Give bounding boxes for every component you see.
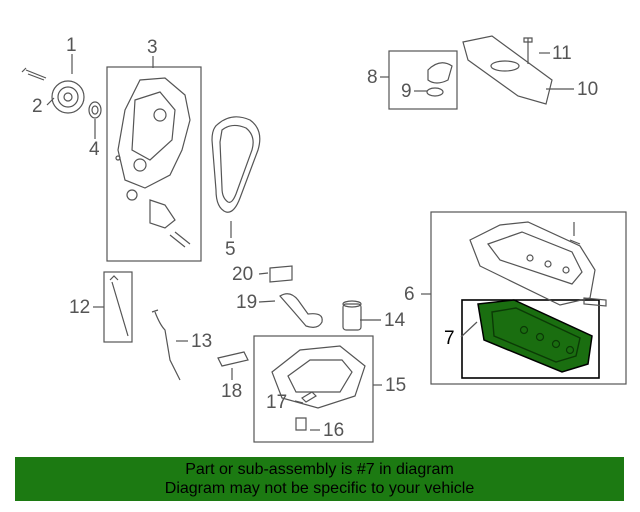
- pulley-bolt: [21, 67, 47, 81]
- callout-9: 9: [401, 81, 412, 102]
- engine-cover-bolt: [523, 37, 533, 64]
- callout-11: 11: [552, 43, 572, 64]
- bracket: [217, 351, 249, 367]
- callout-1: 1: [66, 35, 77, 56]
- dipstick-group-box: [103, 271, 133, 343]
- timing-cover: [117, 77, 191, 189]
- callout-13: 13: [191, 331, 213, 352]
- callout-5: 5: [225, 239, 236, 260]
- oil-filler-cap: [427, 62, 453, 84]
- oil-strainer: [279, 293, 323, 328]
- callout-15: 15: [385, 375, 407, 396]
- callout-19: 19: [236, 292, 258, 313]
- oil-cap-group-box: [388, 50, 458, 110]
- timing-chain: [211, 116, 261, 213]
- drain-plug: [295, 417, 307, 431]
- callout-7: 7: [444, 328, 455, 349]
- crankshaft-pulley: [51, 80, 85, 114]
- callout-3: 3: [147, 37, 158, 58]
- oil-dipstick: [109, 275, 129, 337]
- callout-16: 16: [323, 420, 345, 441]
- oil-pan-group-box: [253, 335, 374, 443]
- gasket-highlight-box: [461, 299, 600, 379]
- banner-line-2: Diagram may not be specific to your vehi…: [164, 480, 475, 497]
- callout-18: 18: [221, 381, 243, 402]
- oil-pan: [271, 345, 366, 409]
- oil-filter: [342, 303, 362, 331]
- callout-4: 4: [89, 139, 100, 160]
- callout-12: 12: [69, 297, 91, 318]
- parts-diagram: [21, 35, 627, 443]
- timing-cover-group-box: [106, 66, 202, 262]
- callout-17: 17: [266, 392, 288, 413]
- callout-10: 10: [577, 79, 599, 100]
- info-banner: Part or sub-assembly is #7 in diagram Di…: [15, 457, 624, 501]
- oil-cap-gasket: [426, 87, 444, 97]
- callout-6: 6: [404, 284, 415, 305]
- valve-cover: [469, 221, 596, 306]
- valve-cover-gasket: [477, 299, 593, 373]
- callout-8: 8: [367, 67, 378, 88]
- strainer-gasket: [269, 265, 293, 283]
- callout-20: 20: [232, 264, 254, 285]
- valve-cover-group-box: [430, 211, 627, 385]
- dipstick-tube: [151, 309, 181, 381]
- front-seal: [88, 101, 102, 119]
- callout-2: 2: [32, 96, 43, 117]
- callout-14: 14: [384, 310, 406, 331]
- banner-line-1: Part or sub-assembly is #7 in diagram: [185, 461, 454, 478]
- engine-cover: [462, 35, 553, 105]
